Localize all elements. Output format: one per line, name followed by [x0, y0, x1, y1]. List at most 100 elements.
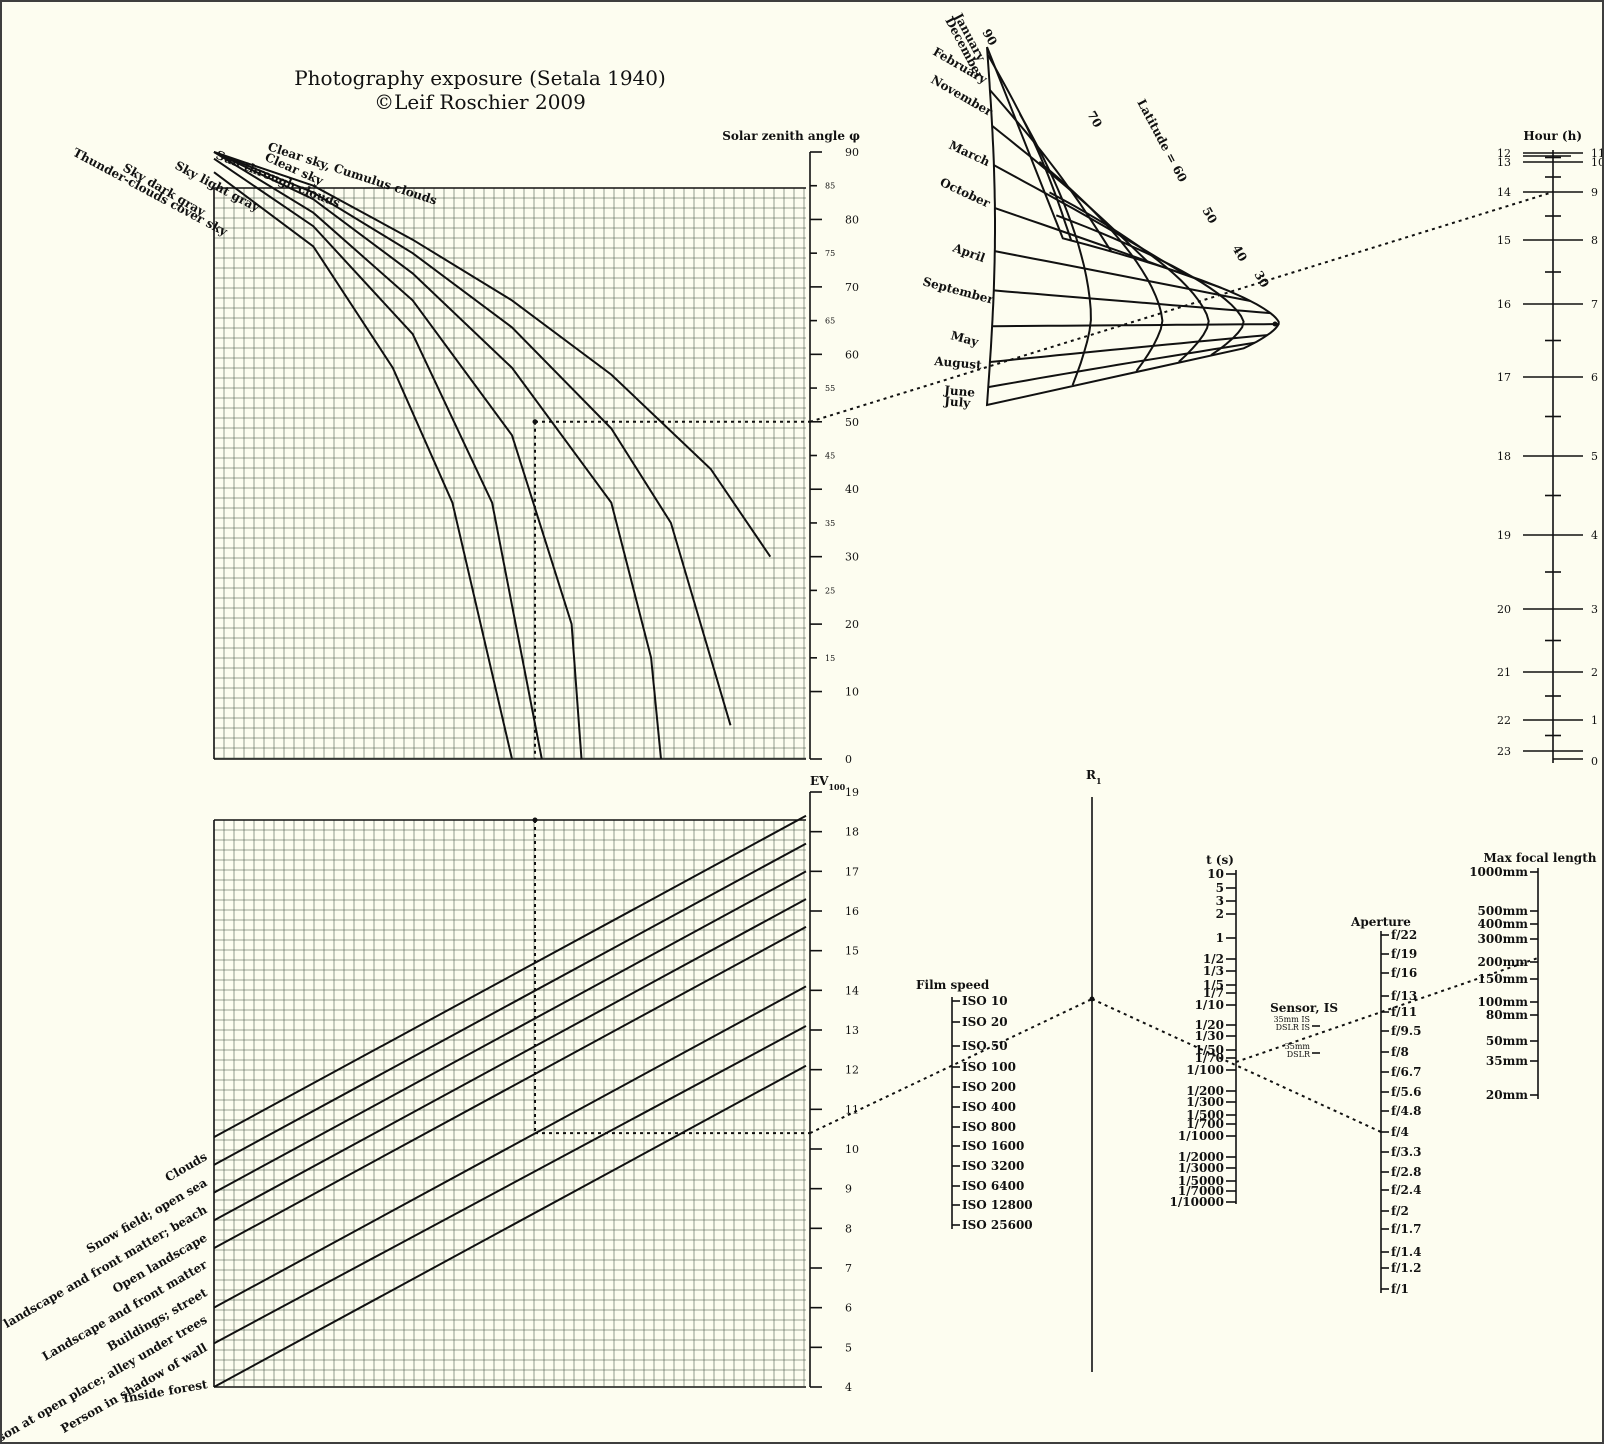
calendar-month-label: September [921, 274, 996, 307]
ev-tick-label: 8 [845, 1222, 852, 1235]
calendar-month-line [994, 250, 1251, 302]
time-axis-label: t (s) [1206, 853, 1234, 867]
aperture-tick-label: f/22 [1391, 928, 1417, 942]
calendar-month-line [986, 53, 1073, 241]
calendar-latitude-line [1038, 161, 1164, 372]
ev-tick-label: 14 [845, 984, 859, 997]
calendar-month-line [993, 289, 1271, 315]
time-tick-label: 5 [1216, 881, 1224, 895]
chart-title: Photography exposure (Setala 1940) [294, 66, 666, 90]
time-tick-label: 1/2 [1203, 952, 1224, 966]
zenith-grid [213, 187, 806, 759]
time-tick-label: 1/700 [1186, 1117, 1224, 1131]
calendar-latitude-tick-label: 50 [1199, 205, 1219, 226]
aperture-tick-label: f/4.8 [1391, 1104, 1421, 1118]
zenith-curve [213, 171, 513, 760]
aperture-tick-label: f/13 [1391, 989, 1417, 1003]
calendar-outline [985, 46, 1280, 407]
hour-left-label: 19 [1497, 529, 1511, 542]
aperture-tick-label: f/4 [1391, 1125, 1409, 1139]
ev-line [213, 842, 807, 1166]
zenith-minor-label: 15 [825, 654, 835, 663]
calendar-month-line [992, 323, 1279, 328]
hour-axis-label: Hour (h) [1523, 129, 1582, 143]
hour-left-label: 16 [1497, 298, 1511, 311]
aperture-tick-label: f/2.8 [1391, 1165, 1421, 1179]
time-tick-label: 1/1000 [1178, 1129, 1224, 1143]
ev-tick-label: 5 [845, 1341, 852, 1354]
film-tick-label: ISO 3200 [962, 1159, 1024, 1173]
focal-axis-label: Max focal length [1484, 851, 1597, 865]
film-tick-label: ISO 100 [962, 1060, 1016, 1074]
zenith-minor-label: 65 [825, 317, 835, 326]
film-tick-label: ISO 1600 [962, 1139, 1024, 1153]
time-tick-label: 1/7 [1203, 986, 1224, 1000]
reading-point [532, 817, 538, 823]
time-focal-isopleth [1235, 957, 1539, 1063]
calendar-month-line [988, 341, 1255, 389]
hour-left-label: 12 [1497, 147, 1511, 160]
film-tick-label: ISO 50 [962, 1039, 1008, 1053]
aperture-axis-label: Aperture [1350, 915, 1411, 929]
calendar-month-line [989, 334, 1268, 363]
film-tick-label: ISO 10 [962, 994, 1008, 1008]
chart-credit: ©Leif Roschier 2009 [374, 90, 586, 114]
zenith-curve [213, 157, 543, 760]
time-tick-label: 1/7000 [1178, 1184, 1224, 1198]
calendar-latitude-label: Latitude = 60 [1134, 97, 1189, 185]
hour-left-label: 23 [1497, 745, 1511, 758]
zenith-curve [213, 151, 583, 760]
time-tick-label: 1/20 [1195, 1018, 1224, 1032]
calendar-month-line [994, 207, 1222, 289]
zenith-axis-label: Solar zenith angle φ [722, 129, 860, 143]
calendar-latitude-tick-label: 40 [1229, 243, 1249, 264]
ev-line [213, 1025, 807, 1345]
time-tick-label: 1/200 [1186, 1084, 1224, 1098]
ev-r1-isopleth [809, 998, 1093, 1135]
aperture-tick-label: f/8 [1391, 1045, 1409, 1059]
zenith-minor-label: 85 [825, 182, 835, 191]
time-scale: t (s)1053211/21/31/51/71/101/201/301/501… [1170, 853, 1237, 1209]
zenith-curve [213, 151, 732, 726]
ev-series-label: Person at open place; alley under trees [2, 1312, 210, 1442]
ev-tick-label: 12 [845, 1064, 859, 1077]
hour-right-label: 5 [1591, 450, 1598, 463]
focal-tick-label: 100mm [1478, 995, 1529, 1009]
zenith-tick-label: 20 [845, 618, 859, 631]
zenith-minor-label: 75 [825, 249, 835, 258]
ev-tick-label: 17 [845, 865, 859, 878]
hour-right-label: 8 [1591, 234, 1598, 247]
calendar-latitude-tick-label: 70 [1084, 109, 1104, 130]
focal-tick-label: 20mm [1486, 1088, 1528, 1102]
aperture-tick-label: f/6.7 [1391, 1065, 1421, 1079]
calendar-grid: JanuaryDecemberFebruaryNovemberMarchOcto… [921, 10, 1280, 410]
ev-line [213, 870, 807, 1194]
focal-tick-label: 80mm [1486, 1008, 1528, 1022]
time-tick-label: 1/70 [1195, 1051, 1224, 1065]
zenith-tick-label: 50 [845, 416, 859, 429]
focal-tick-label: 35mm [1486, 1054, 1528, 1068]
ev-line [213, 985, 807, 1309]
hour-left-label: 18 [1497, 450, 1511, 463]
film-tick-label: ISO 400 [962, 1100, 1016, 1114]
r1-scale: R1 [1086, 768, 1102, 1372]
ev-axis-label: EV100 [810, 774, 846, 792]
calendar-month-line [989, 89, 1113, 253]
hour-right-label: 3 [1591, 603, 1598, 616]
calendar-latitude-tick-label: 30 [1251, 269, 1271, 290]
zenith-tick-label: 90 [845, 146, 859, 159]
time-tick-label: 10 [1207, 867, 1224, 881]
calendar-month-line [991, 125, 1150, 264]
focal-tick-label: 500mm [1478, 904, 1529, 918]
calendar-latitude-line [1019, 113, 1092, 386]
calendar-reading-point [1272, 321, 1278, 327]
hour-right-label: 2 [1591, 666, 1598, 679]
time-tick-label: 1/10 [1195, 998, 1224, 1012]
time-tick-label: 1/3 [1203, 964, 1224, 978]
zenith-series-label: Thunder-clouds cover sky [71, 145, 231, 239]
ev-tick-label: 4 [845, 1381, 852, 1394]
ev-line [213, 898, 807, 1222]
hour-left-label: 20 [1497, 603, 1511, 616]
calendar-month-label: April [950, 240, 987, 265]
zenith-minor-label: 45 [825, 452, 835, 461]
